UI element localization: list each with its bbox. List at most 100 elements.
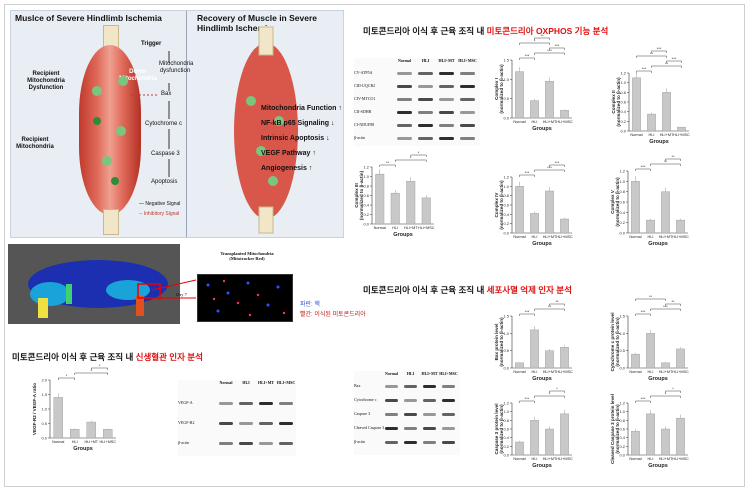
y-axis-title: Complex I <box>494 78 499 100</box>
negative-signal-legend: — Negative Signal <box>139 201 181 207</box>
y-tick-label: 0.5 <box>41 421 47 426</box>
x-tick-label: Normal <box>52 440 64 444</box>
blot-band <box>442 399 455 402</box>
significance-bracket <box>549 47 565 50</box>
bar <box>53 397 63 439</box>
y-tick-label: 0.2 <box>503 444 509 449</box>
blot-band <box>259 422 273 425</box>
schematic-arrows <box>92 26 298 234</box>
ischemia-schematic: Muslce of Severe Hindlimb Ischemia Recov… <box>10 10 344 238</box>
y-axis-title: Caspase 3 protein level <box>494 403 499 454</box>
blot-row-label: Bax <box>354 383 361 388</box>
significance-bracket <box>549 164 565 167</box>
blot-band <box>279 442 293 445</box>
y-axis-title: Complex II <box>611 90 616 113</box>
blot-band <box>423 441 436 444</box>
tendon-bottom-left <box>103 209 119 235</box>
y-tick-label: 0.2 <box>620 119 626 124</box>
blot-band <box>404 399 417 402</box>
y-tick-label: 0.6 <box>503 203 509 208</box>
y-tick-label: 0.0 <box>619 366 625 371</box>
significance-label: * <box>99 363 101 368</box>
blot-row-label: VEGF-A <box>178 400 193 405</box>
legend-blue: 파란: 핵 <box>300 302 320 308</box>
bar <box>545 428 554 456</box>
blot-band <box>279 422 293 425</box>
recovery-effects: Mitochondria Function ↑ NF-kB p65 Signal… <box>261 101 342 176</box>
blot-band <box>423 399 436 402</box>
effect-item: NF-kB p65 Signaling ↓ <box>261 120 335 127</box>
y-tick-label: 0.0 <box>503 366 509 371</box>
bar <box>676 348 685 369</box>
y-tick-label: 0.6 <box>363 193 369 198</box>
blot-band <box>385 427 398 430</box>
y-tick-label: 0.8 <box>619 418 625 423</box>
blot-row-label: Caspase 3 <box>354 411 371 416</box>
y-tick-label: 1.2 <box>503 175 509 180</box>
bar <box>530 420 539 456</box>
significance-bracket <box>665 158 681 161</box>
significance-bracket <box>534 37 550 40</box>
significance-label: *** <box>525 309 530 314</box>
x-tick-label: HLI+MSC <box>672 370 689 374</box>
x-tick-label: HLI <box>648 235 654 239</box>
y-tick-label: 1.2 <box>619 401 625 406</box>
significance-bracket <box>534 52 565 55</box>
fluor-title: Transplanted Mitochondria(Mitotracker Re… <box>220 251 274 261</box>
y-tick-label: 0.0 <box>619 231 625 236</box>
blot-band <box>442 385 455 388</box>
blot-row-label: CII-SDHB <box>354 109 372 114</box>
significance-bracket <box>519 313 535 316</box>
y-tick-label: 0.0 <box>620 129 626 134</box>
significance-bracket <box>519 400 535 403</box>
schematic-right-title: Recovery of Muscle in Severe Hindlimb Is… <box>197 13 318 33</box>
blot-row-label: β-actin <box>178 440 190 445</box>
blot-band <box>397 137 412 140</box>
caspase3-label: Caspase 3 <box>151 151 180 157</box>
blot-band <box>418 124 433 127</box>
significance-label: *** <box>663 304 668 309</box>
significance-bracket <box>534 169 565 172</box>
significance-label: *** <box>657 46 662 51</box>
significance-label: *** <box>525 170 530 175</box>
significance-bracket <box>635 168 651 171</box>
blot-band <box>404 427 417 430</box>
bar <box>646 413 655 456</box>
bar <box>647 113 656 132</box>
significance-label: *** <box>641 396 646 401</box>
x-axis-title: Groups <box>648 241 668 247</box>
significance-bracket <box>650 395 681 398</box>
significance-bracket <box>651 65 682 68</box>
x-tick-label: Normal <box>513 457 525 461</box>
x-tick-label: HLI+MSC <box>99 440 116 444</box>
blot-band <box>219 442 233 445</box>
apoptosis-label: Apoptosis <box>151 179 178 185</box>
blot-row-label: CI-NDUF88 <box>354 122 375 127</box>
y-axis-title: Cytochrome c protein level <box>610 313 615 372</box>
y-axis-title: Complex IV <box>494 192 499 218</box>
significance-label: * <box>410 155 412 160</box>
blot-band <box>460 124 475 127</box>
x-tick-label: HLI+MSC <box>672 457 689 461</box>
significance-label: ** <box>671 299 675 304</box>
x-tick-label: HLI+MT <box>404 226 418 230</box>
significance-bracket <box>58 377 75 380</box>
y-tick-label: 0.2 <box>619 220 625 225</box>
significance-bracket <box>650 308 681 311</box>
bar <box>560 110 569 119</box>
bar <box>530 100 539 119</box>
significance-bracket <box>635 400 651 403</box>
blot-band <box>460 111 475 114</box>
bar <box>632 77 641 132</box>
x-axis-title: Groups <box>648 463 668 469</box>
y-axis-title: Bax protein level <box>494 324 499 361</box>
significance-label: ** <box>665 61 669 66</box>
significance-bracket <box>650 163 681 166</box>
x-tick-label: HLI <box>649 133 655 137</box>
apoptosis-title: 미토콘드리아 이식 후 근육 조직 내 세포사멸 억제 인자 분석 <box>363 285 572 295</box>
x-tick-label: HLI <box>648 457 654 461</box>
y-tick-label: 0.8 <box>363 184 369 189</box>
significance-bracket <box>651 50 667 53</box>
recipient-dysfunction-label: Recipient Mitochondria Dysfunction <box>27 71 65 91</box>
